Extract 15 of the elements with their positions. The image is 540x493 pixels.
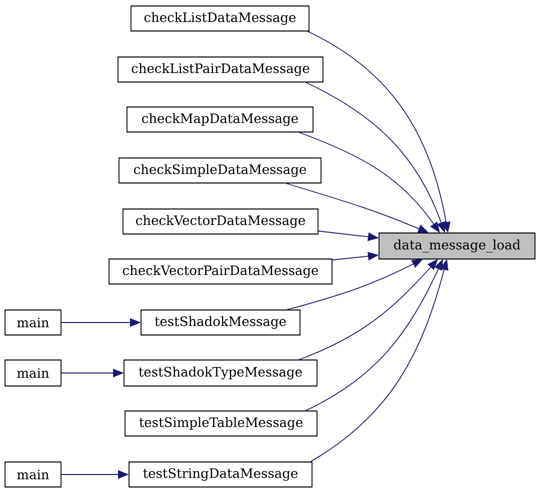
function-box: checkListDataMessage (130, 6, 310, 32)
function-box: checkMapDataMessage (126, 106, 314, 132)
function-box: checkListPairDataMessage (118, 56, 324, 82)
function-box: checkVectorPairDataMessage (108, 258, 332, 284)
function-box: main (4, 462, 62, 488)
function-box: testShadokTypeMessage (124, 360, 318, 386)
function-box: main (4, 310, 62, 336)
arrow (298, 259, 438, 360)
function-box: testShadokMessage (140, 310, 300, 336)
function-box: main (4, 360, 62, 386)
function-box: checkVectorDataMessage (122, 208, 318, 234)
function-box: testSimpleTableMessage (124, 410, 318, 436)
function-box: testStringDataMessage (128, 462, 312, 488)
current-function-box: data_message_load (378, 232, 536, 260)
function-box: checkSimpleDataMessage (118, 158, 322, 184)
